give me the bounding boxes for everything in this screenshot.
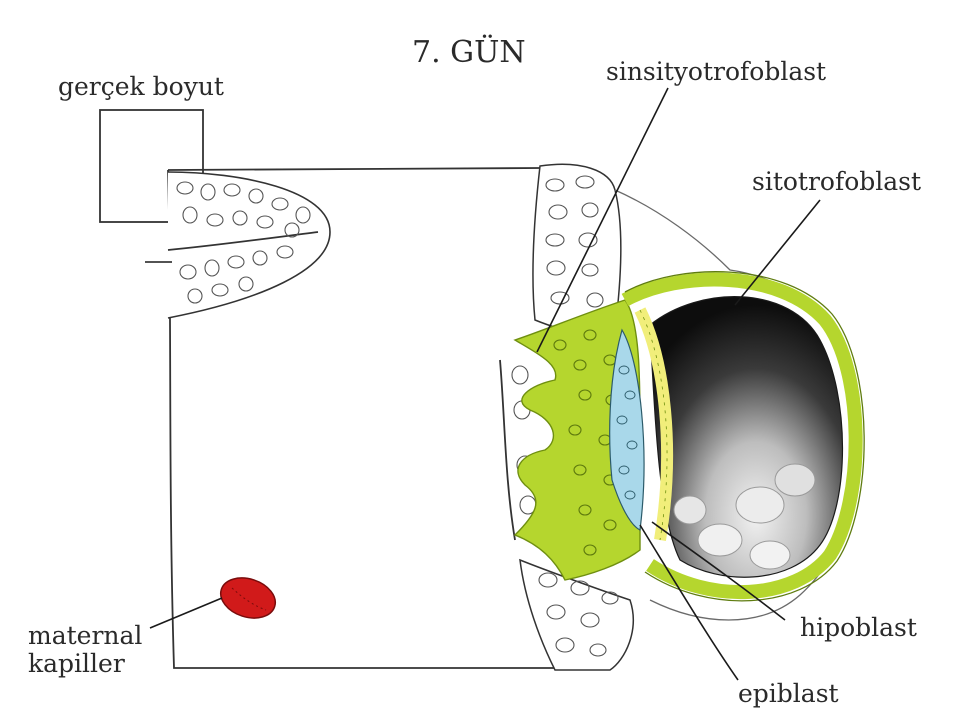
- blastocoel-cavity: [650, 297, 843, 578]
- epiblast-label: epiblast: [738, 679, 839, 708]
- real-size-label: gerçek boyut: [58, 72, 224, 101]
- syncytiotrophoblast-label: sinsityotrofoblast: [606, 57, 826, 86]
- capillary-label: kapiller: [28, 649, 125, 678]
- capillary-leader: [150, 598, 222, 628]
- title-text: 7. GÜN: [412, 34, 526, 70]
- hypoblast-label: hipoblast: [800, 613, 917, 642]
- maternal-capillary: [215, 571, 280, 624]
- maternal-label: maternal: [28, 621, 142, 650]
- cytotrophoblast-label: sitotrofoblast: [752, 167, 921, 196]
- endometrial-gland: [145, 172, 330, 318]
